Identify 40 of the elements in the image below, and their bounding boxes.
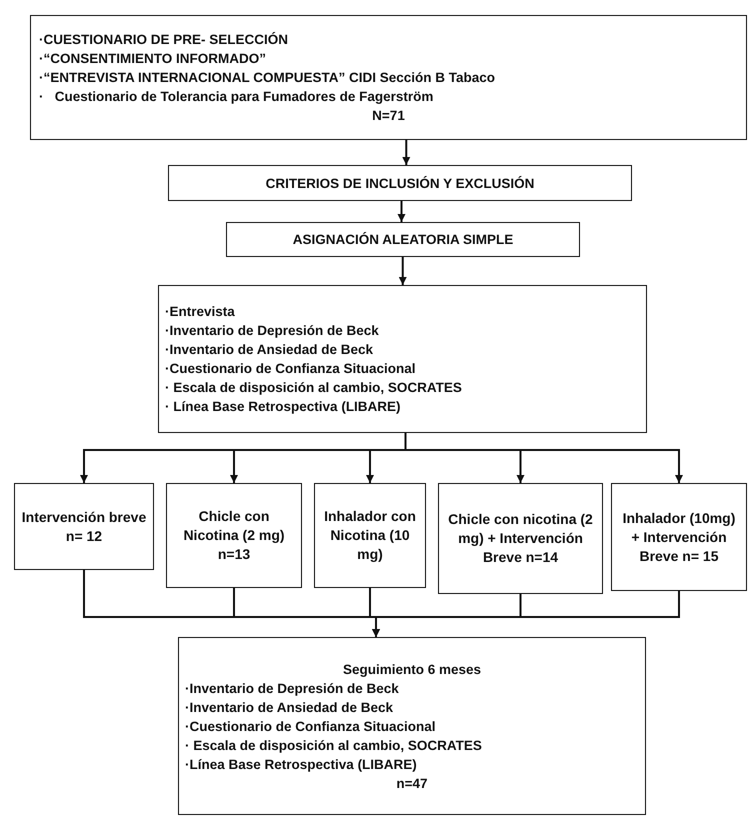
box-text: ·CUESTIONARIO DE PRE- SELECCIÓN [39, 31, 290, 49]
arrow [372, 591, 680, 637]
box-text: · Cuestionario de Tolerancia para Fumadores de Fagerström [39, 88, 434, 106]
arrow [398, 201, 406, 222]
box-text: ·Entrevista [165, 303, 236, 321]
box-text: ·“CONSENTIMIENTO INFORMADO” [39, 50, 267, 68]
box-text: CRITERIOS DE INCLUSIÓN Y EXCLUSIÓN [264, 174, 536, 192]
process-box [168, 165, 632, 201]
box-text: ·Inventario de Depresión de Beck [185, 680, 400, 698]
box-text: · Escala de disposición al cambio, SOCRATES [185, 736, 483, 754]
box-text: ·Cuestionario de Confianza Situacional [165, 360, 417, 378]
process-box [158, 285, 647, 433]
process-box [314, 483, 426, 588]
box-text: Chicle con nicotina (2 mg) + Intervención Breve n=14 [447, 510, 594, 567]
box-text: ASIGNACIÓN ALEATORIA SIMPLE [292, 231, 514, 249]
box-text: n=47 [395, 774, 429, 792]
box-text: ·Inventario de Depresión de Beck [165, 322, 380, 340]
process-box [166, 483, 302, 588]
box-text: Seguimiento 6 meses [342, 660, 482, 678]
arrow [404, 433, 683, 483]
box-text: Inhalador con Nicotina (10 mg) [323, 507, 417, 564]
box-text: Inhalador (10mg) + Intervención Breve n= 15 [622, 508, 736, 566]
box-text: N=71 [371, 107, 406, 125]
box-text: Chicle con Nicotina (2 mg) n=13 [182, 507, 286, 564]
arrow [398, 257, 407, 285]
box-text: ·Inventario de Ansiedad de Beck [185, 698, 394, 716]
box-text: Intervención breve n= 12 [21, 508, 147, 546]
box-text: · Línea Base Retrospectiva (LIBARE) [165, 398, 402, 416]
process-box [14, 483, 154, 570]
box-text: · Escala de disposición al cambio, SOCRATES [165, 379, 463, 397]
box-text: ·Cuestionario de Confianza Situacional [185, 718, 437, 736]
process-box [611, 483, 747, 591]
box-text: ·Línea Base Retrospectiva (LIBARE) [185, 756, 418, 774]
process-box [438, 483, 603, 594]
box-text: ·Inventario de Ansiedad de Beck [165, 341, 374, 359]
process-box [178, 637, 646, 815]
process-box [226, 222, 580, 257]
arrow [402, 140, 410, 165]
box-text: ·“ENTREVISTA INTERNACIONAL COMPUESTA” CIDI Sección B Tabaco [39, 69, 496, 87]
process-box [30, 15, 747, 140]
